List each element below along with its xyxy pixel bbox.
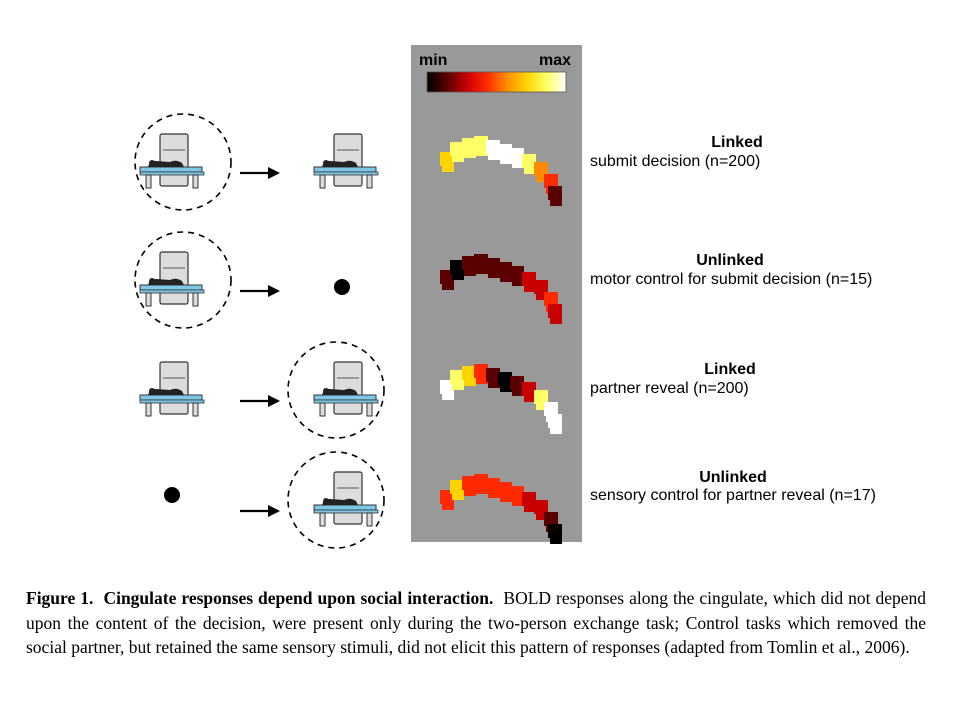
scanner-left-icon [139, 361, 205, 417]
cingulate-activation-map [440, 136, 562, 206]
activation-block [442, 500, 454, 510]
scanner-left-icon [139, 251, 205, 307]
scanner-right-icon [313, 471, 379, 527]
colorbar [426, 71, 567, 93]
activation-block [512, 496, 524, 506]
activation-block [524, 282, 536, 292]
caption-figure-label: Figure 1. [26, 588, 94, 608]
activation-block [488, 378, 500, 388]
activation-block [500, 492, 512, 502]
activation-block [512, 158, 524, 168]
activation-block [488, 150, 500, 160]
figure: min max Linked submit decision (n=200) U… [134, 45, 876, 549]
activation-block [464, 486, 476, 496]
condition-4-title: Unlinked [699, 469, 767, 486]
condition-3-subtitle: partner reveal (n=200) [590, 380, 749, 397]
activation-block [512, 386, 524, 396]
activation-block [550, 196, 562, 206]
subject-dot-left-icon [164, 487, 180, 503]
activation-block [464, 266, 476, 276]
activation-block [488, 488, 500, 498]
activation-block [524, 164, 536, 174]
colorbar-min-label: min [419, 52, 448, 69]
condition-row-1 [134, 113, 562, 211]
activation-block [464, 148, 476, 158]
activation-block [550, 534, 562, 544]
condition-2-subtitle: motor control for submit decision (n=15) [590, 271, 873, 288]
figure-graphic [134, 45, 582, 549]
activation-block [512, 276, 524, 286]
condition-rows [134, 113, 562, 549]
arrow-right-icon [268, 505, 280, 517]
activation-block [536, 172, 548, 182]
condition-4-subtitle: sensory control for partner reveal (n=17… [590, 487, 876, 504]
activation-block [452, 380, 464, 390]
activation-block [442, 390, 454, 400]
activation-block [488, 268, 500, 278]
activation-block [524, 502, 536, 512]
condition-2-title: Unlinked [696, 252, 764, 269]
caption-body: BOLD responses along the cingulate, whic… [26, 588, 927, 657]
activation-block [452, 152, 464, 162]
colorbar-max-label: max [539, 52, 572, 69]
activation-block [442, 280, 454, 290]
activation-block [500, 272, 512, 282]
activation-block [550, 424, 562, 434]
caption-bold-title: Cingulate responses depend upon social i… [103, 588, 494, 608]
cingulate-activation-map [440, 364, 562, 434]
condition-1-subtitle: submit decision (n=200) [590, 153, 761, 170]
activation-block [524, 392, 536, 402]
activation-block [452, 270, 464, 280]
arrow-right-icon [268, 285, 280, 297]
condition-3-title: Linked [704, 361, 756, 378]
activation-block [442, 162, 454, 172]
active-subject-circle-right [287, 341, 385, 439]
activation-block [476, 264, 488, 274]
activation-block [550, 314, 562, 324]
activation-block [452, 490, 464, 500]
figure-caption: Figure 1. Cingulate responses depend upo… [26, 586, 926, 660]
activation-block [500, 382, 512, 392]
cingulate-activation-map [440, 474, 562, 544]
scanner-right-icon [313, 361, 379, 417]
active-subject-circle-left [134, 113, 232, 211]
arrow-right-icon [268, 167, 280, 179]
condition-row-4 [164, 451, 562, 549]
activation-block [476, 146, 488, 156]
scanner-left-icon [139, 133, 205, 189]
condition-1-title: Linked [711, 134, 763, 151]
activation-block [500, 154, 512, 164]
activation-block [536, 400, 548, 410]
subject-dot-right-icon [334, 279, 350, 295]
active-subject-circle-right [287, 451, 385, 549]
arrow-right-icon [268, 395, 280, 407]
condition-row-2 [134, 231, 562, 329]
condition-row-3 [139, 341, 562, 439]
active-subject-circle-left [134, 231, 232, 329]
cingulate-activation-map [440, 254, 562, 324]
activation-block [464, 376, 476, 386]
activation-block [536, 510, 548, 520]
scanner-right-icon [313, 133, 379, 189]
activation-block [536, 290, 548, 300]
activation-block [476, 484, 488, 494]
activation-block [476, 374, 488, 384]
